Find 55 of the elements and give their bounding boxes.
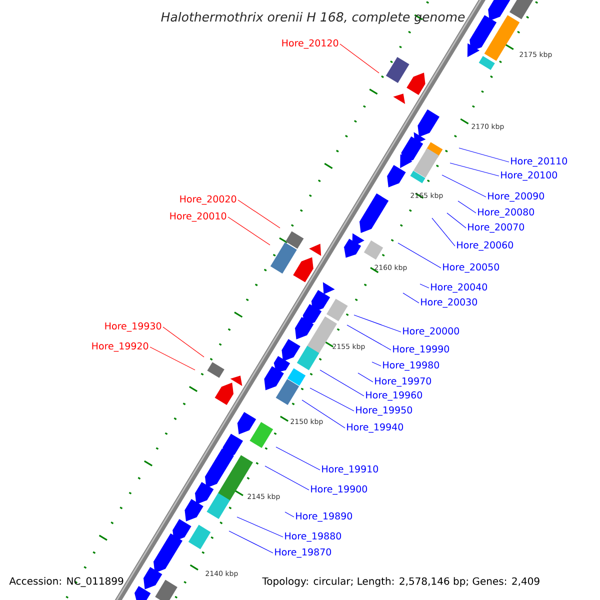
- gene-label: Hore_19890: [296, 512, 352, 522]
- leader-line: [340, 44, 380, 74]
- gene-label: Hore_20080: [478, 208, 534, 218]
- gene-label: Hore_19980: [383, 361, 440, 371]
- gene-label: Hore_20100: [501, 171, 558, 181]
- gene-label: Hore_20060: [457, 241, 514, 251]
- gene-label: Hore_20030: [421, 298, 478, 308]
- gene-label: Hore_19960: [366, 391, 422, 401]
- gene-label: Hore_20000: [403, 327, 460, 337]
- leader-line: [450, 162, 500, 176]
- title: Halothermothrix orenii H 168, complete genome: [161, 12, 465, 24]
- gene-label: Hore_19990: [393, 345, 450, 355]
- gene-label: Hore_20110: [511, 157, 568, 167]
- gene-label: Hore_19900: [311, 485, 368, 495]
- gene-label: Hore_20090: [488, 192, 544, 202]
- gene-label: Hore_19930: [105, 322, 162, 332]
- gene-label: Hore_20120: [282, 39, 338, 49]
- gene-label: Hore_20010: [170, 212, 226, 222]
- leader-line: [238, 200, 280, 228]
- leader-line: [236, 516, 284, 538]
- leader-line: [458, 148, 510, 162]
- leader-line: [442, 174, 486, 198]
- leader-line: [446, 212, 466, 228]
- gene-label: Hore_20070: [468, 223, 524, 233]
- leader-line: [458, 200, 476, 214]
- info-text: Topology: circular; Length: 2,578,146 bp; Genes: 2,409: [262, 577, 540, 587]
- gene-label: Hore_19880: [285, 532, 342, 542]
- leader-line: [228, 216, 270, 246]
- leader-line: [432, 218, 456, 246]
- leader-line: [162, 326, 204, 358]
- leader-line: [320, 370, 364, 396]
- gene-label: Hore_19950: [356, 406, 412, 416]
- leader-line: [402, 292, 420, 304]
- gene-label: Hore_20020: [180, 195, 236, 205]
- gene-label: Hore_20050: [443, 263, 500, 273]
- leader-line: [372, 362, 382, 366]
- leader-line: [310, 388, 354, 412]
- leader-line: [276, 446, 320, 470]
- gene-label: Hore_19920: [92, 342, 148, 352]
- leader-line: [354, 314, 402, 332]
- gene-label: Hore_20040: [431, 283, 488, 293]
- leader-line: [358, 372, 374, 382]
- gene-label: Hore_19870: [275, 548, 332, 558]
- gene-label: Hore_19970: [375, 377, 432, 387]
- leader-line: [150, 346, 196, 370]
- leader-line: [284, 512, 294, 518]
- leader-line: [346, 324, 392, 350]
- gene-label: Hore_19940: [347, 423, 404, 433]
- leader-line: [302, 400, 346, 428]
- info-text: Accession: NC_011899: [9, 577, 124, 587]
- leader-line: [420, 284, 430, 288]
- leader-line: [398, 242, 442, 268]
- leader-line: [228, 530, 274, 554]
- gene-label: Hore_19910: [322, 465, 378, 475]
- leader-line: [264, 466, 310, 490]
